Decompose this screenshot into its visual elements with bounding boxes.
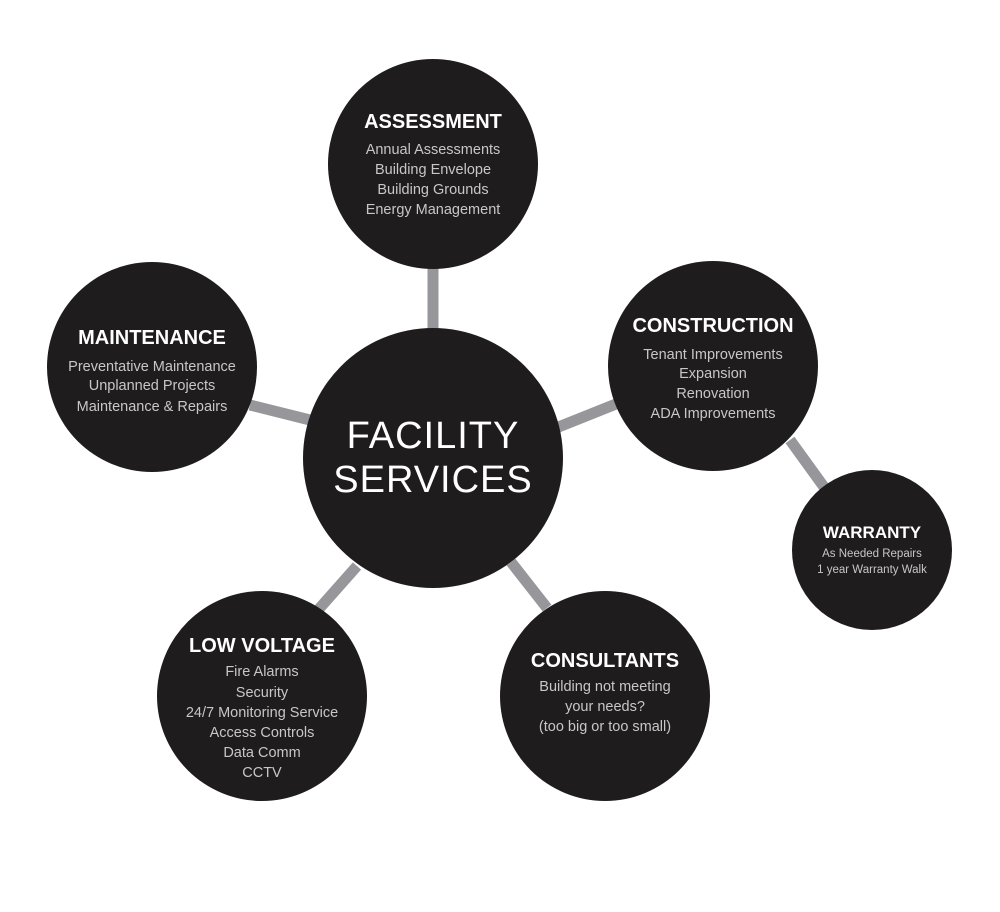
maintenance-item: Maintenance & Repairs xyxy=(77,399,228,415)
low-voltage-item: Data Comm xyxy=(223,745,300,761)
connector-construction-warranty xyxy=(785,436,829,491)
connector-center-maintenance xyxy=(248,399,312,426)
center-circle xyxy=(303,328,563,588)
maintenance-circle xyxy=(47,262,257,472)
connector-center-consultants xyxy=(506,558,552,612)
center-title-line2: SERVICES xyxy=(333,459,532,501)
low-voltage-item: Security xyxy=(236,685,289,701)
assessment-item: Energy Management xyxy=(366,202,501,218)
maintenance-node: MAINTENANCE Preventative Maintenance Unp… xyxy=(47,262,257,472)
consultants-item: (too big or too small) xyxy=(539,719,671,735)
warranty-item: As Needed Repairs xyxy=(822,548,922,560)
construction-node: CONSTRUCTION Tenant Improvements Expansi… xyxy=(608,261,818,471)
construction-title: CONSTRUCTION xyxy=(632,315,793,337)
assessment-item: Building Envelope xyxy=(375,162,491,178)
construction-item: Renovation xyxy=(676,386,749,402)
consultants-item: Building not meeting xyxy=(539,679,670,695)
center-title-line1: FACILITY xyxy=(347,415,520,457)
assessment-node: ASSESSMENT Annual Assessments Building E… xyxy=(328,59,538,269)
construction-circle xyxy=(608,261,818,471)
consultants-title: CONSULTANTS xyxy=(531,650,679,672)
warranty-circle xyxy=(792,470,952,630)
low-voltage-item: 24/7 Monitoring Service xyxy=(186,705,338,721)
construction-item: Tenant Improvements xyxy=(643,347,782,363)
consultants-node: CONSULTANTS Building not meeting your ne… xyxy=(500,591,710,801)
assessment-item: Annual Assessments xyxy=(366,142,501,158)
assessment-circle xyxy=(328,59,538,269)
warranty-node: WARRANTY As Needed Repairs 1 year Warran… xyxy=(792,470,952,630)
low-voltage-item: Access Controls xyxy=(210,725,315,741)
connector-center-construction xyxy=(553,398,619,434)
maintenance-item: Unplanned Projects xyxy=(89,378,216,394)
connector-center-low-voltage xyxy=(313,562,362,614)
low-voltage-circle xyxy=(157,591,367,801)
assessment-item: Building Grounds xyxy=(377,182,488,198)
construction-item: Expansion xyxy=(679,366,747,382)
low-voltage-title: LOW VOLTAGE xyxy=(189,635,335,657)
consultants-circle xyxy=(500,591,710,801)
low-voltage-item: CCTV xyxy=(242,765,282,781)
warranty-title: WARRANTY xyxy=(823,523,922,542)
warranty-item: 1 year Warranty Walk xyxy=(817,564,927,576)
low-voltage-node: LOW VOLTAGE Fire Alarms Security 24/7 Mo… xyxy=(157,591,367,801)
low-voltage-item: Fire Alarms xyxy=(225,664,298,680)
consultants-item: your needs? xyxy=(565,699,645,715)
maintenance-item: Preventative Maintenance xyxy=(68,359,236,375)
connectors xyxy=(248,266,829,614)
assessment-title: ASSESSMENT xyxy=(364,111,502,133)
maintenance-title: MAINTENANCE xyxy=(78,327,226,349)
center-node: FACILITY SERVICES xyxy=(303,328,563,588)
construction-item: ADA Improvements xyxy=(651,406,776,422)
